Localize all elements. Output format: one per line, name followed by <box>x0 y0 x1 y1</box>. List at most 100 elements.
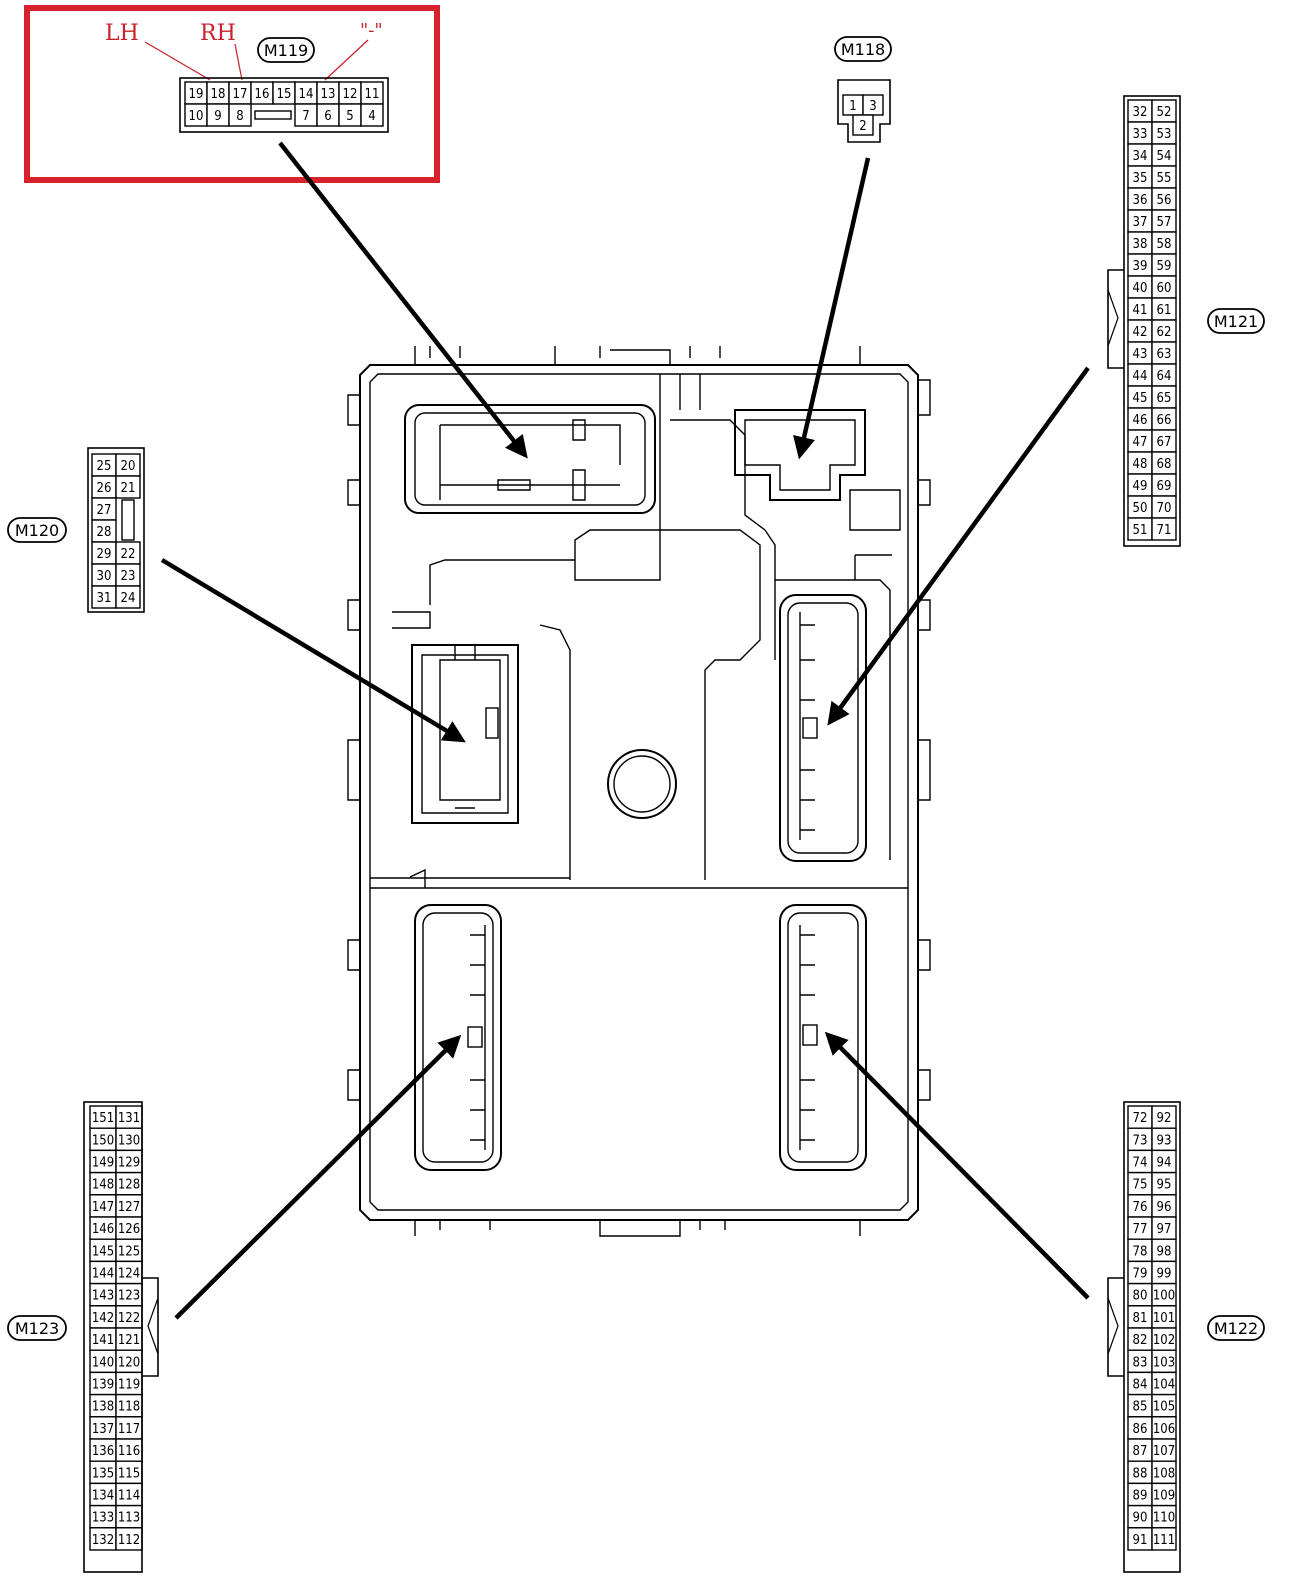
pin-number: 112 <box>118 1533 140 1548</box>
pin-number: 14 <box>299 87 314 102</box>
pin-number: 1 <box>849 99 856 114</box>
pin-number: 4 <box>368 109 375 124</box>
socket-m123 <box>414 904 502 1171</box>
pin-number: 52 <box>1157 105 1172 120</box>
pin-number: 7 <box>302 109 309 124</box>
pin-number: 26 <box>97 481 112 496</box>
pin-number: 91 <box>1133 1533 1148 1548</box>
pin-number: 36 <box>1133 193 1148 208</box>
pin-number: 32 <box>1133 105 1148 120</box>
pin-number: 37 <box>1133 215 1148 230</box>
pin-number: 142 <box>92 1311 114 1326</box>
pin-number: 92 <box>1157 1111 1172 1126</box>
pin-number: 43 <box>1133 347 1148 362</box>
arrow-m120 <box>160 558 466 743</box>
pin-number: 71 <box>1157 523 1172 538</box>
pin-number: 151 <box>92 1111 114 1126</box>
pin-number: 113 <box>118 1511 140 1526</box>
pin-number: 48 <box>1133 457 1148 472</box>
pin-number: 136 <box>92 1444 114 1459</box>
pin-number: 49 <box>1133 479 1148 494</box>
pin-number: 133 <box>92 1511 114 1526</box>
pin-number: 5 <box>346 109 353 124</box>
arrow-m118 <box>793 157 871 460</box>
pin-number: 117 <box>118 1422 140 1437</box>
pin-number: 130 <box>118 1133 140 1148</box>
rh-label: RH <box>200 21 236 46</box>
pin-number: 143 <box>92 1289 114 1304</box>
key-slot <box>121 499 135 541</box>
pin-number: 78 <box>1133 1244 1148 1259</box>
pin-number: 66 <box>1157 413 1172 428</box>
pin-number: 123 <box>118 1289 140 1304</box>
pin-cell <box>115 585 141 609</box>
pin-number: 80 <box>1133 1289 1148 1304</box>
pin-number: 99 <box>1157 1267 1172 1282</box>
pin-number: 88 <box>1133 1466 1148 1481</box>
pin-number: 47 <box>1133 435 1148 450</box>
pin-number: 82 <box>1133 1333 1148 1348</box>
pin-number: 13 <box>321 87 336 102</box>
pin-number: 41 <box>1133 303 1148 318</box>
tag-M119: M119 <box>257 37 315 63</box>
pin-number: 115 <box>118 1466 140 1481</box>
pin-number: 25 <box>97 459 112 474</box>
pin-number: 127 <box>118 1200 140 1215</box>
pin-cell <box>852 114 874 136</box>
pin-cell <box>115 475 141 499</box>
tag-label-m122: M122 <box>1214 1319 1258 1338</box>
pin-number: 31 <box>97 591 112 606</box>
pin-number: 10 <box>189 109 204 124</box>
pin-number: 105 <box>1153 1400 1175 1415</box>
pin-number: 122 <box>118 1311 140 1326</box>
pin-number: 8 <box>236 109 243 124</box>
pin-number: 50 <box>1133 501 1148 516</box>
pin-number: 17 <box>233 87 248 102</box>
tag-M123: M123 <box>7 1315 67 1341</box>
pin-number: 58 <box>1157 237 1172 252</box>
pin-number: 137 <box>92 1422 114 1437</box>
pin-number: 145 <box>92 1244 114 1259</box>
pin-number: 111 <box>1153 1533 1175 1548</box>
tag-M118: M118 <box>834 36 892 62</box>
pin-number: 2 <box>859 119 866 134</box>
pin-number: 62 <box>1157 325 1172 340</box>
pin-number: 59 <box>1157 259 1172 274</box>
pin-number: 51 <box>1133 523 1148 538</box>
pin-number: 12 <box>343 87 358 102</box>
pin-number: 9 <box>214 109 221 124</box>
pin-number: 131 <box>118 1111 140 1126</box>
pin-number: 72 <box>1133 1111 1148 1126</box>
pin-number: 109 <box>1153 1489 1175 1504</box>
pin-number: 104 <box>1153 1378 1175 1393</box>
control-unit-body <box>347 346 931 1237</box>
pin-number: 120 <box>118 1355 140 1370</box>
pin-cell <box>1151 1527 1177 1551</box>
pin-number: 39 <box>1133 259 1148 274</box>
pin-number: 87 <box>1133 1444 1148 1459</box>
connector-housings <box>83 77 1181 1573</box>
tag-label-m118: M118 <box>841 40 885 59</box>
socket-m118 <box>734 409 866 501</box>
pin-number: 103 <box>1153 1355 1175 1370</box>
pin-number: 44 <box>1133 369 1148 384</box>
pin-number: 30 <box>97 569 112 584</box>
lh-label: LH <box>105 21 139 46</box>
pin-number: 141 <box>92 1333 114 1348</box>
pin-number: 69 <box>1157 479 1172 494</box>
pin-number: 24 <box>121 591 136 606</box>
socket-m121 <box>779 594 867 862</box>
pin-cell <box>228 103 252 127</box>
pin-cell <box>360 103 384 127</box>
arrow-m123 <box>174 1034 462 1320</box>
pin-number: 27 <box>97 503 112 518</box>
pin-number: 138 <box>92 1400 114 1415</box>
pin-cell <box>1151 517 1177 541</box>
pin-number: 81 <box>1133 1311 1148 1326</box>
pin-number: 60 <box>1157 281 1172 296</box>
pin-number: 140 <box>92 1355 114 1370</box>
pin-number: 42 <box>1133 325 1148 340</box>
tag-label-m119: M119 <box>264 41 308 60</box>
